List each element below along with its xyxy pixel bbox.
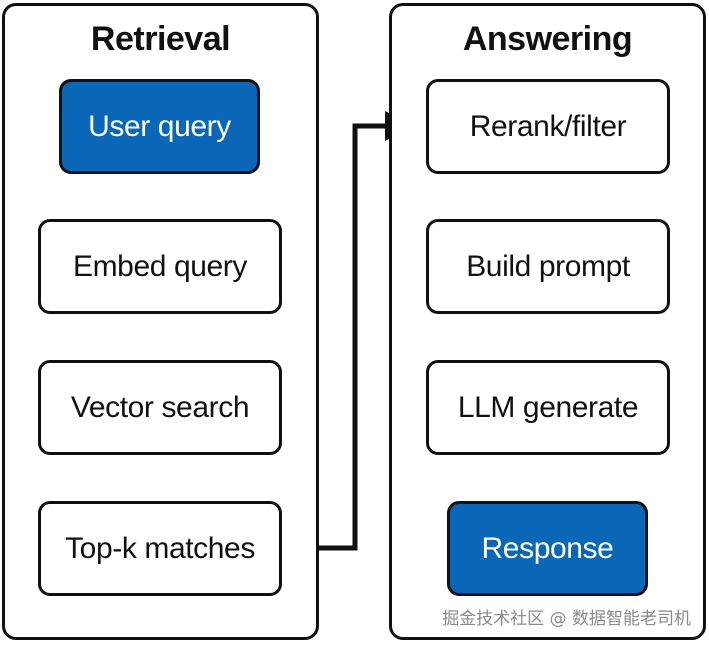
build-prompt-node: Build prompt <box>426 219 670 314</box>
embed-query-node: Embed query <box>38 219 282 314</box>
arrow-topk-to-rerank <box>283 111 415 551</box>
answering-panel-title: Answering <box>462 20 633 58</box>
response-node: Response <box>447 501 648 596</box>
vector-search-node: Vector search <box>38 360 282 455</box>
watermark-text: 掘金技术社区 @ 数据智能老司机 <box>442 609 691 629</box>
user-query-node: User query <box>59 79 260 174</box>
rerank-filter-node: Rerank/filter <box>426 79 670 174</box>
llm-generate-node: LLM generate <box>426 360 670 455</box>
retrieval-panel-title: Retrieval <box>90 20 231 58</box>
top-k-matches-node: Top-k matches <box>38 501 282 596</box>
